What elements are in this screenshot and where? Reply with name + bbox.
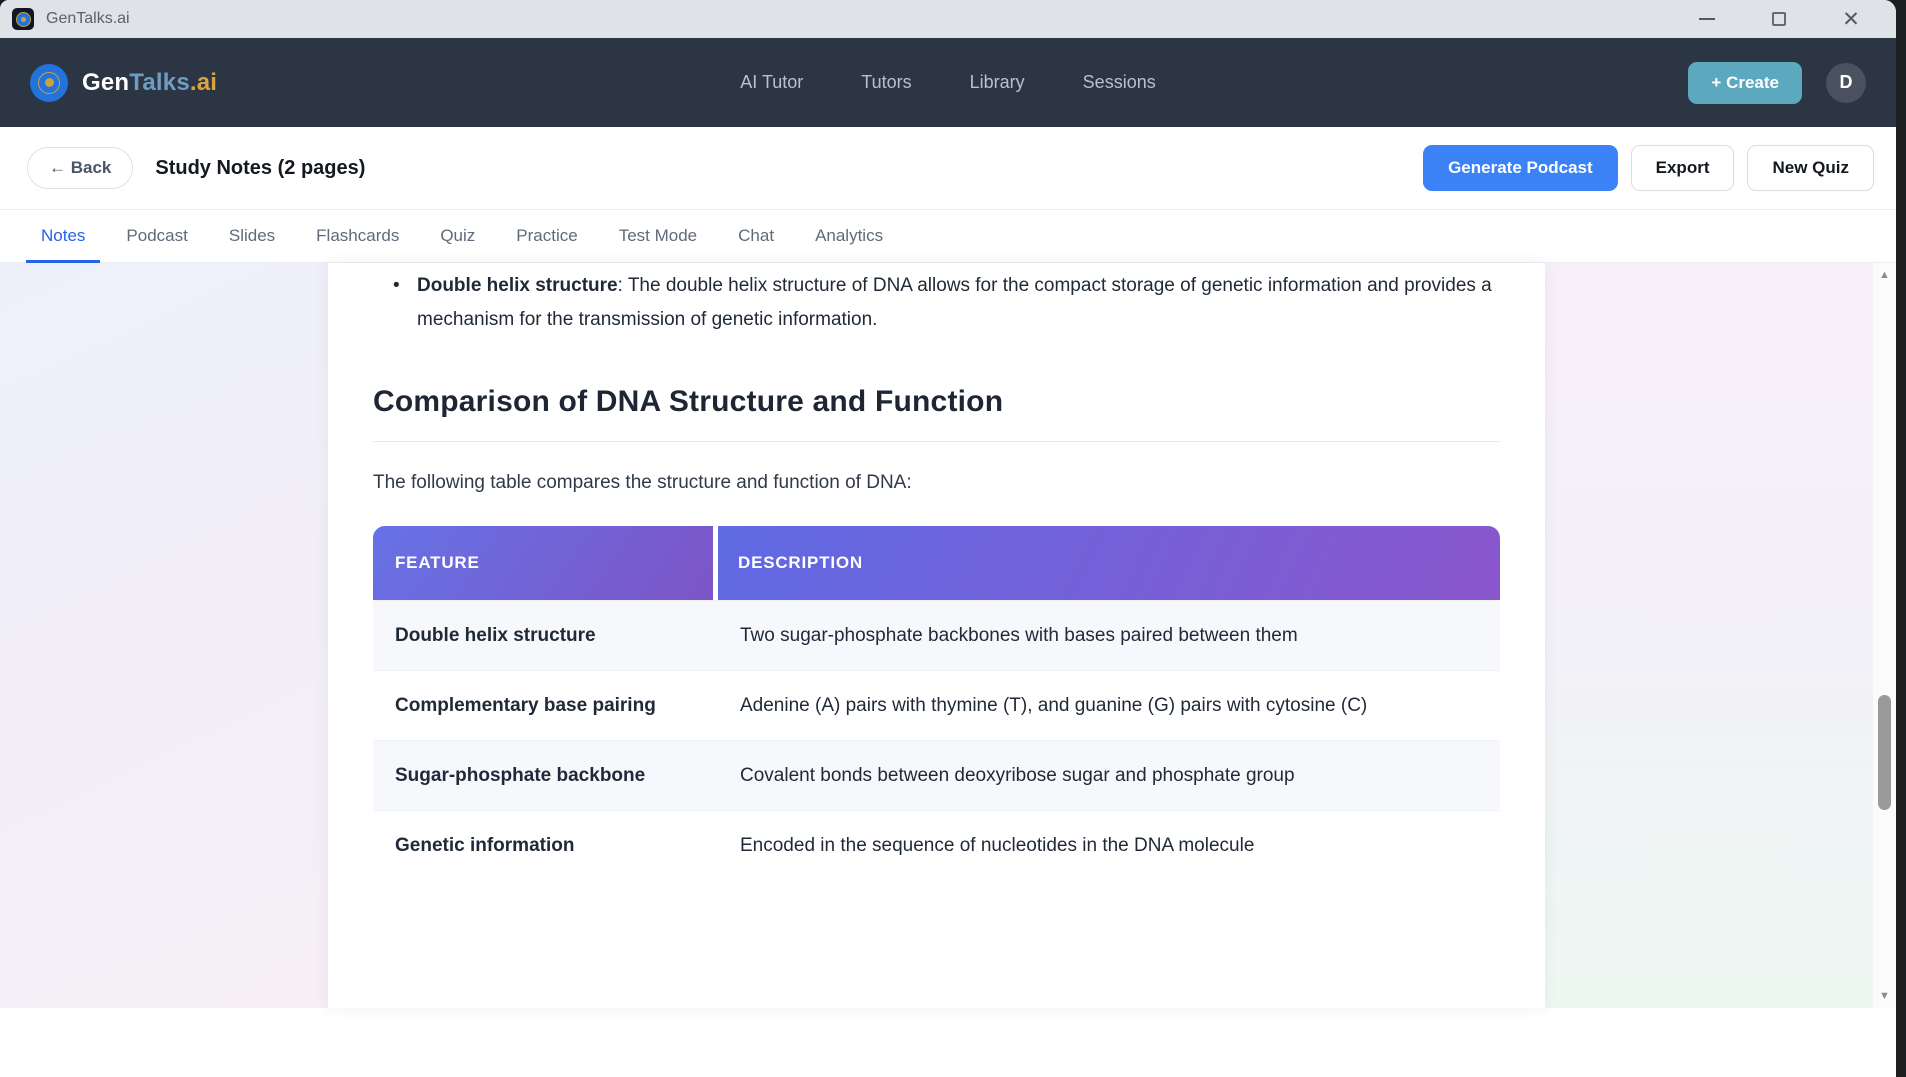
- bullet-icon: •: [393, 275, 400, 296]
- scroll-down-icon[interactable]: ▼: [1879, 990, 1890, 1002]
- window-controls: ✕: [1694, 6, 1864, 32]
- tab-slides[interactable]: Slides: [228, 226, 276, 245]
- section-divider: [373, 441, 1500, 442]
- bullet-term: Double helix structure: [417, 275, 618, 296]
- cell-description: Covalent bonds between deoxyribose sugar…: [740, 764, 1295, 786]
- tab-practice[interactable]: Practice: [516, 226, 578, 245]
- tab-flashcards[interactable]: Flashcards: [316, 226, 400, 245]
- os-titlebar: GenTalks.ai ✕: [0, 0, 1896, 38]
- brand-logo-icon: [30, 63, 68, 102]
- nav-links: AI Tutor Tutors Library Sessions: [740, 72, 1155, 93]
- cell-feature: Genetic information: [395, 834, 575, 856]
- content-viewport: • Double helix structure: The double hel…: [0, 263, 1896, 1008]
- bottom-whitespace: [0, 1008, 1896, 1077]
- table-row: Double helix structure Two sugar-phospha…: [373, 600, 1500, 670]
- intro-paragraph: The following table compares the structu…: [373, 472, 912, 493]
- table-header-row: FEATURE DESCRIPTION: [373, 526, 1500, 600]
- cell-feature: Sugar-phosphate backbone: [395, 764, 646, 786]
- cell-description: Encoded in the sequence of nucleotides i…: [740, 834, 1255, 856]
- comparison-table: FEATURE DESCRIPTION Double helix structu…: [373, 526, 1500, 880]
- tab-podcast[interactable]: Podcast: [126, 226, 188, 245]
- app-navbar: GenTalks.ai AI Tutor Tutors Library Sess…: [0, 38, 1896, 127]
- scrollbar-thumb[interactable]: [1878, 695, 1891, 810]
- create-button[interactable]: + Create: [1688, 61, 1802, 104]
- tab-analytics[interactable]: Analytics: [815, 226, 884, 245]
- column-header-feature: FEATURE: [373, 526, 713, 600]
- table-row: Genetic information Encoded in the seque…: [373, 810, 1500, 880]
- nav-link-library[interactable]: Library: [969, 72, 1025, 92]
- app-logo-icon: [15, 11, 31, 27]
- nav-right: + Create D: [1688, 61, 1866, 104]
- view-tabs: Notes Podcast Slides Flashcards Quiz Pra…: [0, 210, 1896, 263]
- vertical-scrollbar[interactable]: ▲ ▼: [1873, 263, 1896, 1008]
- cell-feature: Double helix structure: [395, 624, 596, 646]
- notes-document: • Double helix structure: The double hel…: [328, 263, 1545, 1008]
- document-toolbar: ← Back Study Notes (2 pages) Generate Po…: [0, 127, 1896, 210]
- app-icon: [12, 8, 34, 30]
- toolbar-actions: Generate Podcast Export New Quiz: [1423, 145, 1874, 191]
- export-button[interactable]: Export: [1630, 145, 1735, 191]
- brand-name: GenTalks.ai: [82, 68, 218, 96]
- nav-link-tutors[interactable]: Tutors: [861, 72, 912, 92]
- left-gradient-panel: [0, 263, 328, 1008]
- bullet-item: • Double helix structure: The double hel…: [373, 269, 1500, 337]
- new-quiz-button[interactable]: New Quiz: [1747, 145, 1874, 191]
- minimize-icon[interactable]: [1694, 6, 1720, 32]
- tab-quiz[interactable]: Quiz: [440, 226, 476, 245]
- user-avatar[interactable]: D: [1826, 62, 1866, 103]
- scroll-up-icon[interactable]: ▲: [1879, 269, 1890, 281]
- tab-chat[interactable]: Chat: [738, 226, 775, 245]
- maximize-icon[interactable]: [1766, 6, 1792, 32]
- cell-description: Adenine (A) pairs with thymine (T), and …: [740, 694, 1368, 716]
- generate-podcast-button[interactable]: Generate Podcast: [1423, 145, 1618, 191]
- bullet-text: : The double helix structure of DNA allo…: [417, 275, 1492, 330]
- brand[interactable]: GenTalks.ai: [30, 63, 218, 102]
- table-row: Complementary base pairing Adenine (A) p…: [373, 670, 1500, 740]
- cell-feature: Complementary base pairing: [395, 694, 656, 716]
- nav-link-ai-tutor[interactable]: AI Tutor: [740, 72, 804, 92]
- column-header-description: DESCRIPTION: [718, 526, 1500, 600]
- tab-notes[interactable]: Notes: [26, 210, 101, 263]
- nav-link-sessions[interactable]: Sessions: [1082, 72, 1156, 92]
- close-icon[interactable]: ✕: [1842, 7, 1860, 31]
- back-button[interactable]: ← Back: [27, 147, 134, 189]
- cell-description: Two sugar-phosphate backbones with bases…: [740, 624, 1298, 646]
- tab-test-mode[interactable]: Test Mode: [618, 226, 698, 245]
- page-title: Study Notes (2 pages): [155, 156, 366, 179]
- right-gradient-panel: [1545, 263, 1873, 1008]
- window-title: GenTalks.ai: [46, 10, 130, 27]
- table-row: Sugar-phosphate backbone Covalent bonds …: [373, 740, 1500, 810]
- section-heading: Comparison of DNA Structure and Function: [373, 385, 1004, 418]
